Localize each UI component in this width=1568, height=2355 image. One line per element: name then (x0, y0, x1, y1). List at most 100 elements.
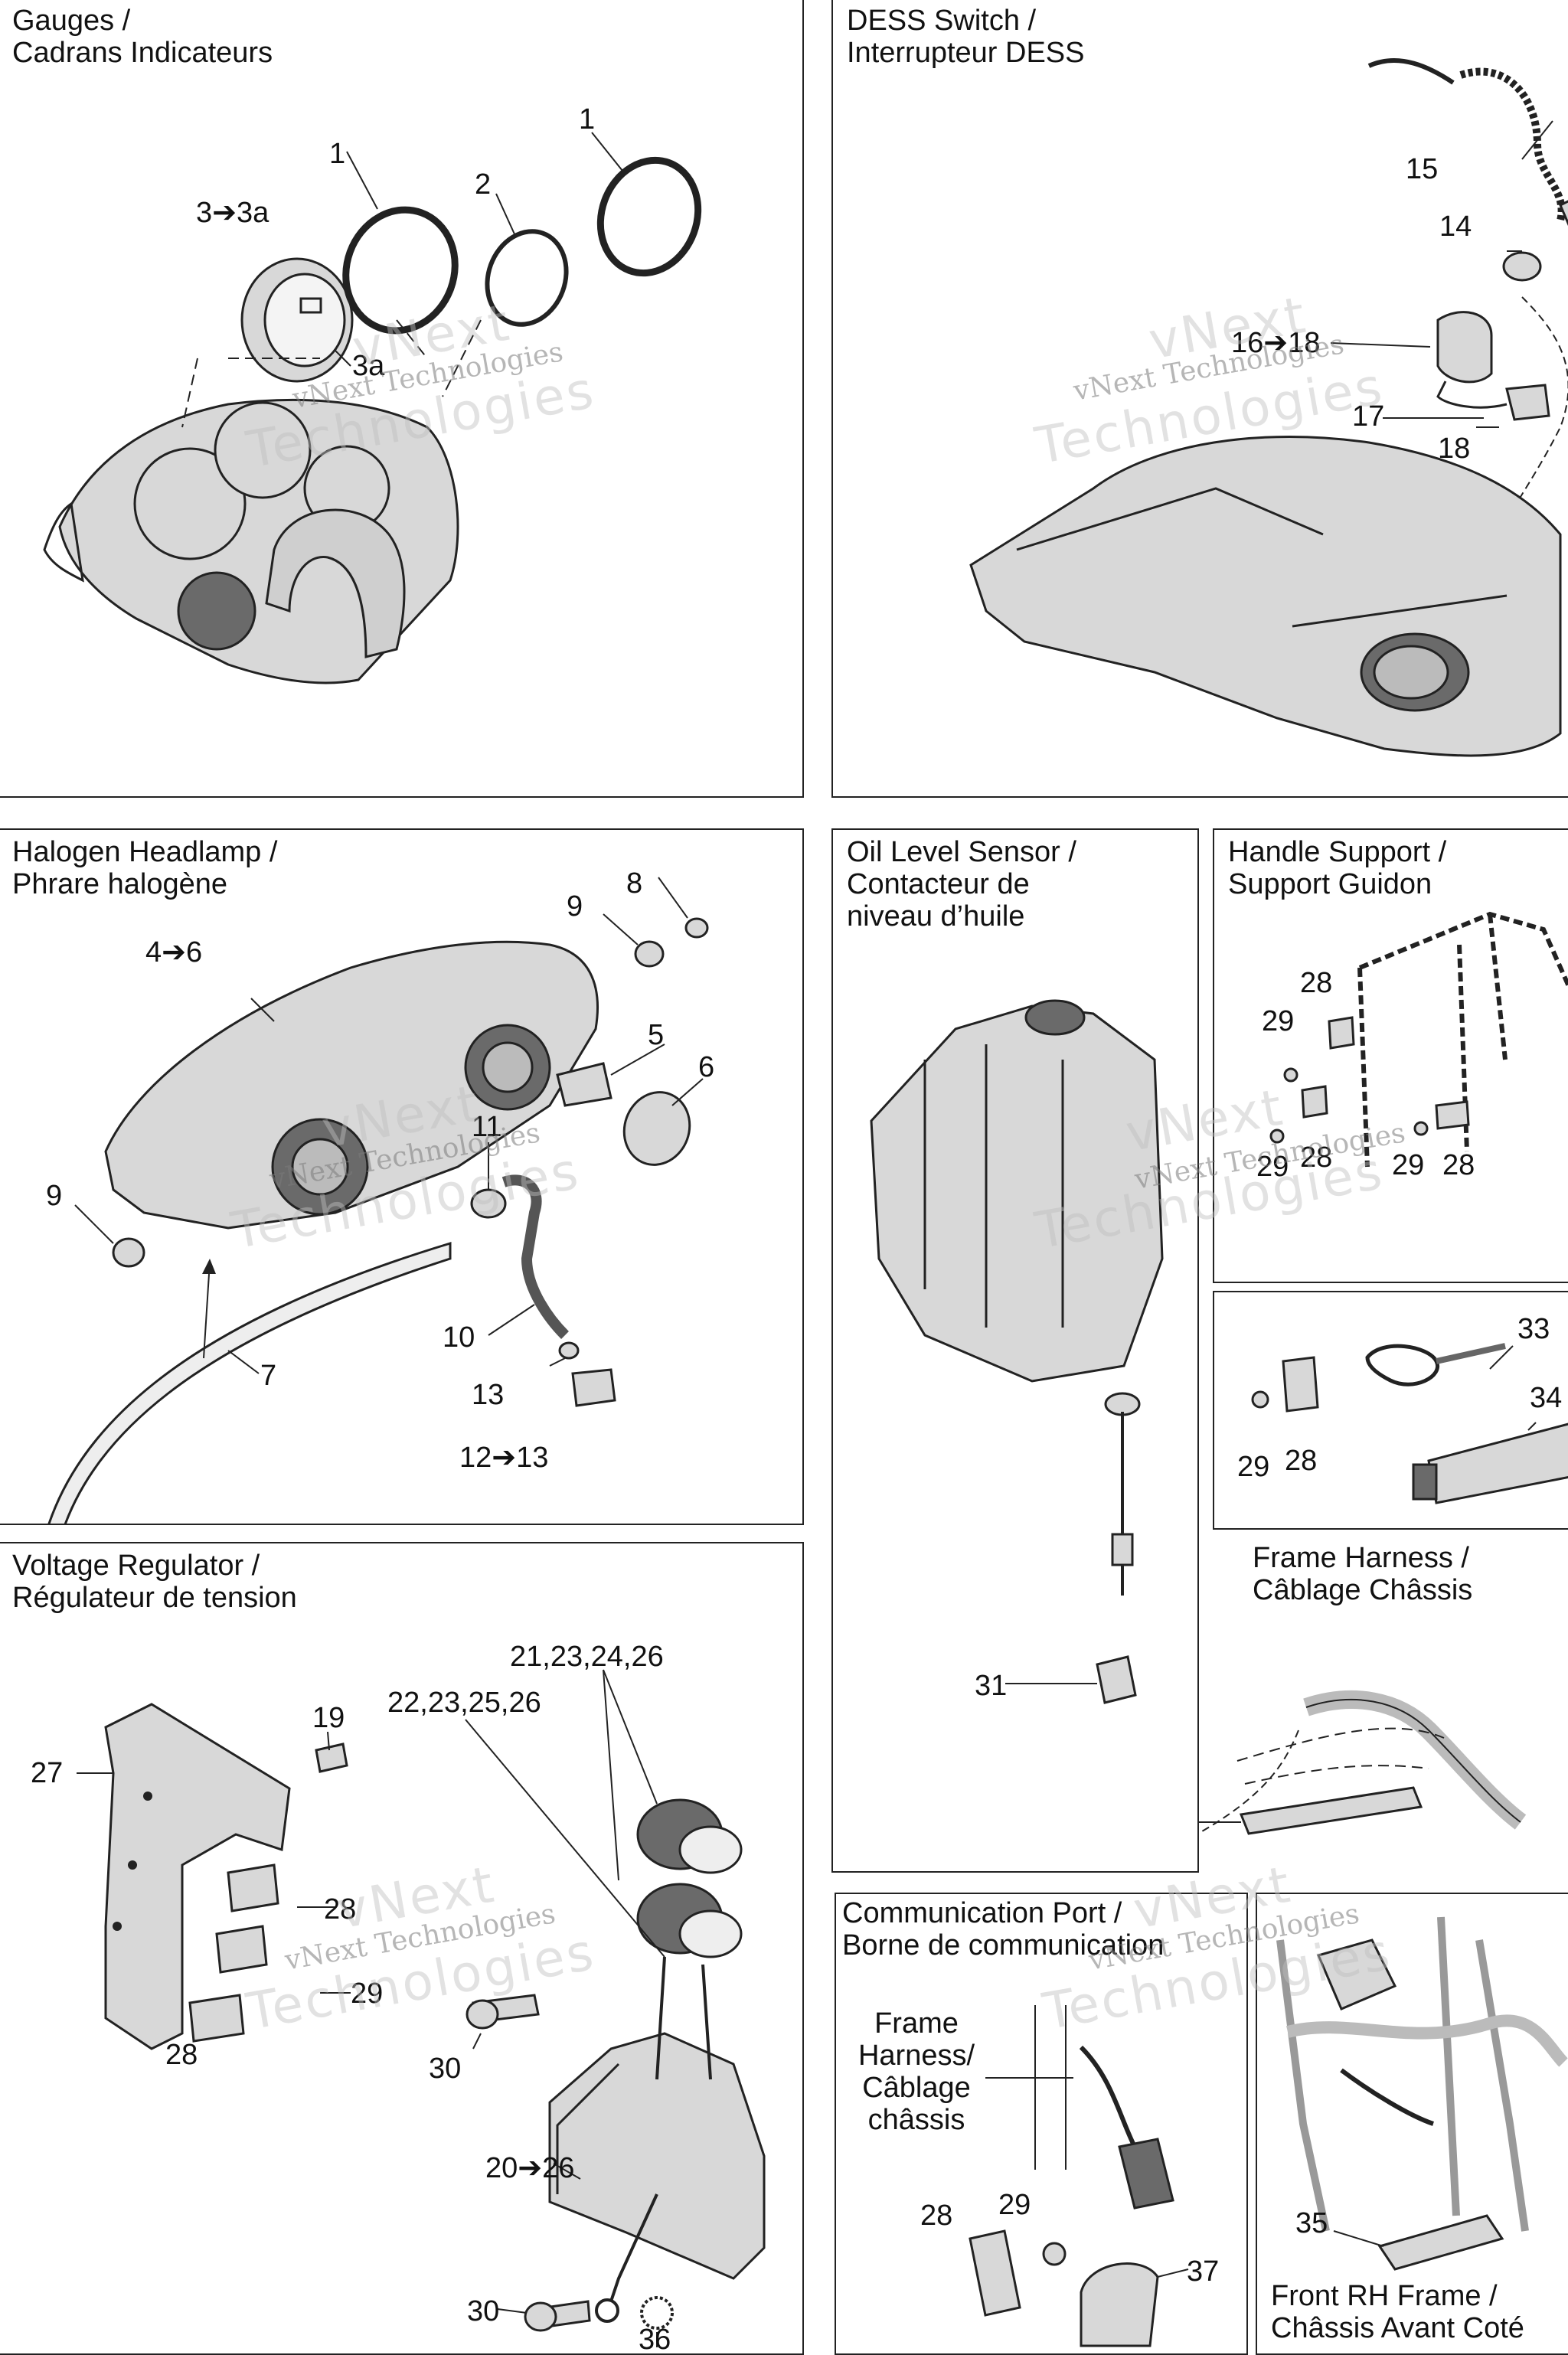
bulb-5 (556, 1062, 612, 1107)
callout-g1a: 1 (329, 138, 345, 170)
connector-12 (571, 1368, 616, 1407)
panel-comm: Communication Port / Borne de communicat… (835, 1893, 1248, 2355)
callout-d18: 18 (1438, 433, 1470, 465)
handle-drawing: 29 28 28 29 29 28 (1256, 911, 1568, 1183)
regulator (548, 2032, 766, 2280)
callout-s28b: 28 (1300, 1142, 1332, 1174)
panel-oil: Oil Level Sensor / Contacteur de niveau … (831, 828, 1199, 1873)
panel-title-voltage: Voltage Regulator / Régulateur de tensio… (12, 1550, 297, 1614)
sleeve-32 (1239, 1786, 1423, 1835)
clip-28 (1282, 1356, 1319, 1413)
callout-d17: 17 (1352, 400, 1384, 433)
callout-f35: 35 (1295, 2207, 1328, 2239)
callout-v28a: 28 (324, 1893, 356, 1925)
callout-h8: 8 (626, 867, 642, 900)
dess-switch (1436, 311, 1493, 384)
callout-v30b: 30 (467, 2295, 499, 2327)
oil-tank (870, 1004, 1164, 1383)
panel-voltage: Voltage Regulator / Régulateur de tensio… (0, 1542, 804, 2355)
callout-g1b: 1 (579, 103, 595, 136)
callout-v36: 36 (639, 2324, 671, 2355)
callout-d15: 15 (1406, 153, 1438, 185)
grease-tube-34 (1427, 1422, 1568, 1504)
frame-harness-drawing: 32 (1199, 1690, 1527, 1835)
callout-h9a: 9 (567, 890, 583, 923)
bracket-27 (104, 1703, 291, 2050)
cap-37 (1080, 2262, 1159, 2347)
cluster-gauge-left (133, 447, 247, 560)
comm-drawing: 28 29 37 (920, 2005, 1219, 2347)
panel-title-comm: Communication Port / Borne de communicat… (842, 1897, 1165, 1961)
headlamp-drawing: 8 9 4➔6 5 6 11 9 10 7 13 12➔13 (46, 867, 714, 1524)
voltage-drawing: 19 27 21,23,24,26 22,23,25,26 28 29 28 3… (31, 1641, 766, 2355)
cable-tie-33 (1365, 1344, 1440, 1387)
callout-v22: 22,23,25,26 (387, 1687, 541, 1719)
callout-d16: 16➔18 (1231, 327, 1320, 359)
handle-frame (1357, 911, 1568, 1168)
ring-1a (342, 206, 459, 335)
cap-6 (622, 1091, 691, 1166)
panel-title-gauges: Gauges / Cadrans Indicateurs (12, 5, 273, 69)
frame-harness-title: Frame Harness / Câblage Châssis (1253, 1542, 1473, 1606)
panel-title-handle: Handle Support / Support Guidon (1228, 836, 1447, 900)
callout-v28b: 28 (165, 2039, 198, 2071)
panel-headlamp: Halogen Headlamp / Phrare halogène (0, 828, 804, 1525)
callout-v2026: 20➔26 (485, 2152, 574, 2184)
comm-connector (1118, 2138, 1174, 2210)
callout-h11: 11 (472, 1111, 501, 1143)
panel-gauges: Gauges / Cadrans Indicateurs 1 2 1 3➔3a … (0, 0, 804, 798)
callout-s29b: 29 (1256, 1151, 1289, 1183)
clip-28-comm (969, 2229, 1021, 2317)
frame-tube (1276, 1916, 1529, 2233)
lens-strip-7 (47, 1241, 452, 1524)
callout-v29: 29 (351, 1978, 383, 2010)
panel-title-oil: Oil Level Sensor / Contacteur de niveau … (847, 836, 1076, 933)
dess-drawing: 15 14 16➔18 17 18 (969, 58, 1568, 757)
callout-b33: 33 (1517, 1313, 1550, 1345)
callout-h1213: 12➔13 (459, 1442, 548, 1474)
callout-s28a: 28 (1300, 967, 1332, 999)
ties-drawing: 33 34 29 28 (1237, 1313, 1568, 1504)
dess-cap-14 (1502, 251, 1542, 282)
callout-s28c: 28 (1442, 1149, 1475, 1181)
callout-c37: 37 (1187, 2255, 1219, 2288)
callout-v30a: 30 (429, 2053, 461, 2085)
callout-h46: 4➔6 (145, 936, 202, 968)
panel-title-headlamp: Halogen Headlamp / Phrare halogène (12, 836, 278, 900)
callout-s29a: 29 (1262, 1005, 1294, 1037)
callout-h10: 10 (443, 1321, 475, 1354)
callout-h9b: 9 (46, 1180, 62, 1212)
callout-d14: 14 (1439, 211, 1472, 243)
panel-handle: Handle Support / Support Guidon 29 28 28… (1213, 828, 1568, 1283)
callout-c28: 28 (920, 2200, 952, 2232)
sleeve-35 (1377, 2214, 1504, 2271)
sensor-31 (1096, 1655, 1137, 1704)
panel-front-rh: Front RH Frame / Châssis Avant Coté 35 (1256, 1893, 1568, 2355)
ring-1b (596, 156, 702, 277)
callout-h5: 5 (648, 1019, 664, 1051)
callout-g3: 3➔3a (196, 197, 270, 229)
callout-g2: 2 (475, 168, 491, 201)
callout-o31: 31 (975, 1670, 1007, 1702)
callout-h6: 6 (698, 1051, 714, 1083)
callout-v21: 21,23,24,26 (510, 1641, 664, 1673)
callout-g3a: 3a (352, 350, 385, 382)
oil-drawing: 31 (870, 999, 1164, 1704)
lanyard-coil (1459, 67, 1566, 222)
bolt-19 (315, 1743, 348, 1773)
gauges-drawing: 1 2 1 3➔3a 3a (43, 103, 702, 684)
comm-harness-label: Frame Harness/ Câblage châssis (858, 2007, 975, 2136)
callout-h7: 7 (260, 1360, 276, 1392)
panel-title-dess: DESS Switch / Interrupteur DESS (847, 5, 1085, 69)
headlamp-body (104, 940, 599, 1230)
panel-ties: 33 34 29 28 (1213, 1291, 1568, 1530)
lens-2 (485, 229, 569, 327)
callout-c29: 29 (998, 2189, 1031, 2221)
callout-b28: 28 (1285, 1445, 1317, 1477)
callout-b34: 34 (1530, 1382, 1562, 1414)
callout-h13: 13 (472, 1379, 504, 1411)
callout-v27: 27 (31, 1757, 63, 1789)
front-rh-drawing: 35 (1276, 1916, 1568, 2271)
panel-dess: DESS Switch / Interrupteur DESS 15 14 16… (831, 0, 1568, 798)
handlebar-housing (969, 436, 1562, 757)
